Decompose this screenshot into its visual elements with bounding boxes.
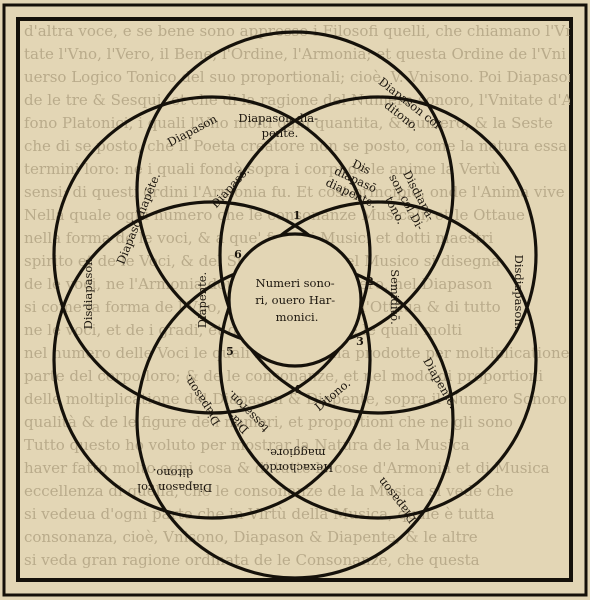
background-text-line: eccellenza di quella, che le consonanze … — [24, 482, 514, 500]
background-text-line: che di se posto, che il Poeta creatore n… — [24, 137, 567, 155]
circle-upper-left — [52, 95, 372, 415]
background-text-line: si vedeua d'ogni parte che in Virtù dell… — [24, 505, 495, 523]
background-text-line: si veda gran ragione ordinata de le Cons… — [24, 551, 480, 569]
background-text-line: sensi: di questi ordini l'Armonia fu. Et… — [24, 183, 565, 201]
background-text-line: Tutto questo ho voluto per mostrar la Na… — [24, 436, 470, 454]
background-text-line: qualità & de le figure de i numeri, et p… — [24, 413, 513, 431]
inner-border — [16, 17, 573, 582]
center-circle — [227, 232, 363, 368]
background-text-line: termini loro: ne i quali fondò sopra i c… — [24, 160, 501, 178]
background-text-line: consonanza, cioè, Vnisono, Diapason & Di… — [24, 528, 478, 546]
background-text-line: tate l'Vno, l'Vero, il Bene, l'Ordine, l… — [24, 45, 566, 63]
center-label: Numeri sono- ri, ouero Har- monici. — [255, 276, 339, 324]
background-text-line: nella forma de le voci, & a que' fu essi… — [24, 229, 493, 247]
number-6: 6 — [234, 248, 242, 261]
label-disdiapason-right: Disdiapason. — [512, 255, 526, 330]
number-1: 1 — [293, 209, 301, 222]
label-disdiapason-left: Disdiapason. — [81, 255, 95, 330]
label-hexachordo-maggiore: Hexachordo maggiore. — [259, 446, 333, 475]
circle-lower-left — [52, 200, 372, 520]
background-text-line: de le tre & Sesqui, et che di la ragione… — [24, 91, 590, 109]
background-text-line: haver fatto molto ogni cosa & di tutte l… — [24, 459, 550, 477]
circle-lower-right — [218, 200, 538, 520]
number-4: 4 — [293, 383, 301, 396]
outer-border — [2, 3, 588, 597]
label-diapason-diapente: Diapason dia- pente. — [238, 111, 321, 140]
number-2: 2 — [366, 275, 374, 288]
label-diapente-inner: Diapente. — [195, 272, 209, 328]
number-3: 3 — [356, 335, 364, 348]
label-dia-tessaron: Dia- tessaron. — [213, 388, 271, 446]
background-text-line: parte del corpo loro; & de le consonanze… — [24, 367, 543, 385]
number-5: 5 — [226, 345, 234, 358]
background-text-line: uerso Logico Tonico del suo proportional… — [24, 68, 578, 86]
label-diapason-col-ditono-bottom: Diapason col ditono. — [134, 466, 213, 495]
circle-upper-right — [218, 95, 538, 415]
label-semiditono: Semiditō. — [388, 269, 402, 325]
